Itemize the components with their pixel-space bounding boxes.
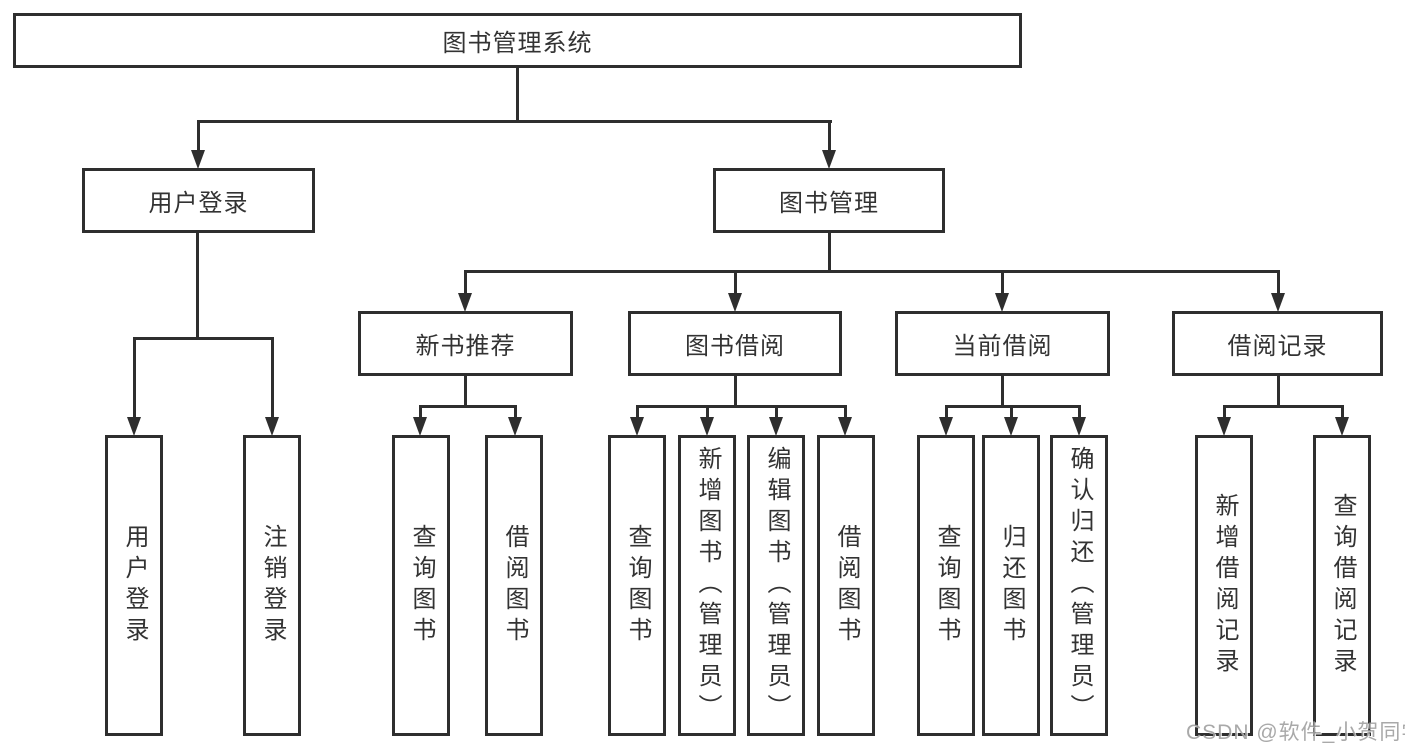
leaf-logout-label: 注销登录 <box>259 523 286 648</box>
connector-vline <box>196 233 199 337</box>
connector-vline <box>706 405 709 420</box>
leaf-add-borrow-record-label: 新增借阅记录 <box>1211 492 1238 679</box>
connector-vline <box>464 270 467 296</box>
arrowhead-down <box>413 417 427 436</box>
connector-vline <box>1078 405 1081 420</box>
node-new-book-recommend: 新书推荐 <box>358 311 573 376</box>
leaf-borrow-books-label: 借阅图书 <box>501 523 528 648</box>
leaf-edit-book-admin-label: 编辑图书（管理员） <box>763 446 790 725</box>
connector-vline <box>133 337 136 420</box>
arrowhead-down <box>127 417 141 436</box>
connector-vline <box>1223 405 1226 420</box>
connector-vline <box>1277 270 1280 296</box>
connector-vline <box>271 337 274 420</box>
node-user-login: 用户登录 <box>82 168 315 233</box>
connector-vline <box>828 120 831 152</box>
connector-vline <box>1001 270 1004 296</box>
leaf-query-borrow-record: 查询借阅记录 <box>1313 435 1371 736</box>
connector-vline <box>1010 405 1013 420</box>
leaf-user-login: 用户登录 <box>105 435 163 736</box>
leaf-borrow-books: 借阅图书 <box>485 435 543 736</box>
leaf-query-books: 查询图书 <box>608 435 666 736</box>
node-current-borrowing: 当前借阅 <box>895 311 1110 376</box>
connector-vline <box>1001 376 1004 405</box>
node-new-book-recommend-label: 新书推荐 <box>415 333 516 360</box>
leaf-confirm-return-admin: 确认归还（管理员） <box>1050 435 1108 736</box>
arrowhead-down <box>769 417 783 436</box>
node-borrowing-records-label: 借阅记录 <box>1227 333 1328 360</box>
connector-vline <box>636 405 639 420</box>
leaf-return-book-label: 归还图书 <box>998 523 1025 648</box>
arrowhead-down <box>508 417 522 436</box>
arrowhead-down <box>191 150 205 169</box>
leaf-borrow-books-label: 借阅图书 <box>833 523 860 648</box>
node-borrowing-records: 借阅记录 <box>1172 311 1383 376</box>
connector-vline <box>1341 405 1344 420</box>
connector-vline <box>1277 376 1280 405</box>
connector-hline <box>464 270 1280 273</box>
connector-hline <box>1223 405 1344 408</box>
connector-vline <box>464 376 467 405</box>
connector-hline <box>419 405 517 408</box>
node-root: 图书管理系统 <box>13 13 1022 68</box>
connector-vline <box>775 405 778 420</box>
node-book-management-label: 图书管理 <box>779 190 879 217</box>
arrowhead-down <box>1335 417 1349 436</box>
leaf-user-login-label: 用户登录 <box>121 523 148 648</box>
node-book-management: 图书管理 <box>713 168 945 233</box>
arrowhead-down <box>458 293 472 312</box>
leaf-query-books: 查询图书 <box>917 435 975 736</box>
node-user-login-label: 用户登录 <box>148 190 249 217</box>
connector-vline <box>419 405 422 420</box>
arrowhead-down <box>1004 417 1018 436</box>
leaf-edit-book-admin: 编辑图书（管理员） <box>747 435 805 736</box>
connector-hline <box>197 120 832 123</box>
connector-vline <box>197 120 200 152</box>
leaf-add-book-admin-label: 新增图书（管理员） <box>694 446 721 725</box>
arrowhead-down <box>265 417 279 436</box>
arrowhead-down <box>700 417 714 436</box>
arrowhead-down <box>728 293 742 312</box>
leaf-query-books: 查询图书 <box>392 435 450 736</box>
arrowhead-down <box>838 417 852 436</box>
leaf-logout: 注销登录 <box>243 435 301 736</box>
connector-vline <box>844 405 847 420</box>
connector-vline <box>734 376 737 405</box>
arrowhead-down <box>630 417 644 436</box>
leaf-query-books-label: 查询图书 <box>933 523 960 648</box>
node-book-borrowing: 图书借阅 <box>628 311 842 376</box>
leaf-add-book-admin: 新增图书（管理员） <box>678 435 736 736</box>
leaf-return-book: 归还图书 <box>982 435 1040 736</box>
arrowhead-down <box>822 150 836 169</box>
arrowhead-down <box>995 293 1009 312</box>
node-book-borrowing-label: 图书借阅 <box>685 333 785 360</box>
leaf-query-books-label: 查询图书 <box>408 523 435 648</box>
connector-vline <box>828 233 831 270</box>
arrowhead-down <box>1217 417 1231 436</box>
connector-vline <box>516 66 519 120</box>
node-current-borrowing-label: 当前借阅 <box>952 333 1053 360</box>
leaf-add-borrow-record: 新增借阅记录 <box>1195 435 1253 736</box>
connector-vline <box>945 405 948 420</box>
arrowhead-down <box>1072 417 1086 436</box>
leaf-query-books-label: 查询图书 <box>624 523 651 648</box>
connector-hline <box>133 337 274 340</box>
leaf-confirm-return-admin-label: 确认归还（管理员） <box>1066 446 1093 725</box>
leaf-query-borrow-record-label: 查询借阅记录 <box>1329 492 1356 679</box>
csdn-watermark: CSDN @软件_小贺同学 <box>1186 721 1405 744</box>
arrowhead-down <box>1271 293 1285 312</box>
node-root-label: 图书管理系统 <box>442 30 593 57</box>
connector-hline <box>636 405 846 408</box>
leaf-borrow-books: 借阅图书 <box>817 435 875 736</box>
arrowhead-down <box>939 417 953 436</box>
connector-vline <box>734 270 737 296</box>
connector-vline <box>514 405 517 420</box>
